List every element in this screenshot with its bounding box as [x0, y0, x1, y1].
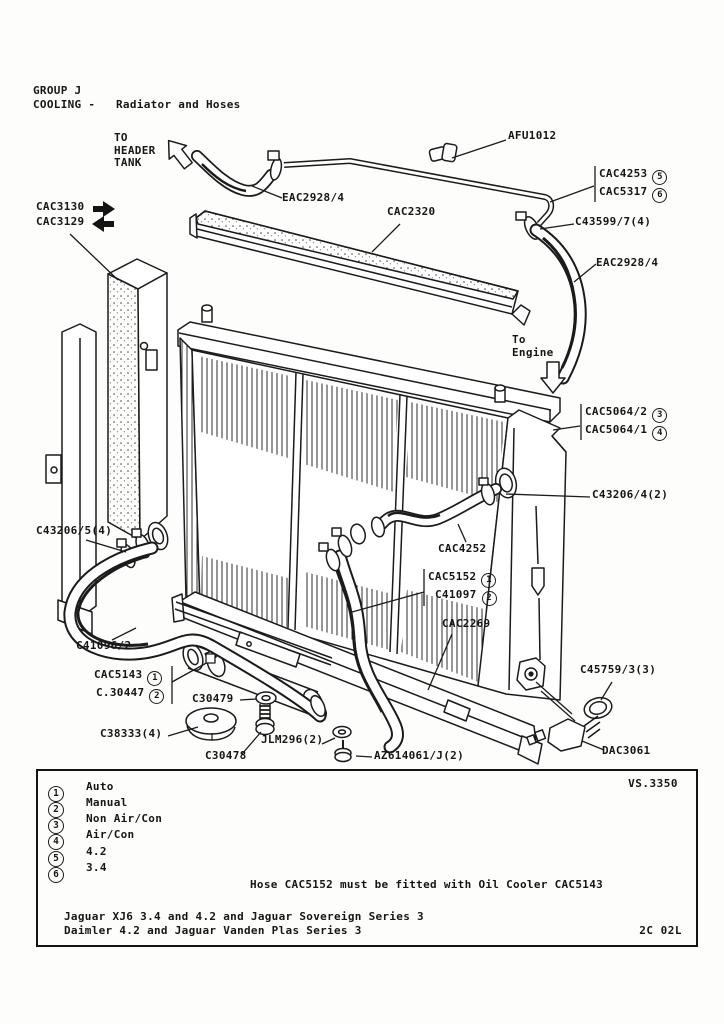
label-az614061: AZ614061/J(2): [374, 749, 464, 762]
variant-badge: 1: [481, 573, 497, 588]
label-eac2928-right: EAC2928/4: [596, 256, 659, 269]
label-to-engine: To Engine: [512, 333, 554, 359]
label-c43599: C43599/7(4): [575, 215, 652, 228]
variant-badge: 2: [481, 591, 497, 606]
legend-item: 2 Manual: [48, 795, 127, 818]
cac3130-direction-arrows: [92, 201, 115, 232]
top-rail-cac2320-drawing: [189, 210, 531, 326]
top-hose-assembly-drawing: [191, 142, 587, 385]
to-header-tank-arrow: [167, 139, 194, 170]
legend-item: 6 3.4: [48, 860, 106, 883]
legend-item: 5 4.2: [48, 844, 106, 867]
radiator-header-drawing: [177, 304, 561, 423]
legend-badge: 6: [48, 867, 64, 883]
label-cac3130: CAC3130: [36, 200, 85, 213]
label-cac2269: CAC2269: [442, 617, 491, 630]
variant-badge: 3: [652, 408, 668, 423]
label-afu1012: AFU1012: [508, 129, 557, 142]
legend-badge: 2: [48, 802, 64, 818]
label-c41096: C41096/2: [76, 639, 132, 652]
hose-cac4252-drawing: [370, 477, 502, 538]
hose-cac5152-drawing: [318, 523, 404, 754]
label-cac2320: CAC2320: [387, 205, 436, 218]
variant-badge: 5: [652, 170, 668, 185]
side-duct-column-drawing: [107, 258, 168, 541]
model-line-1: Jaguar XJ6 3.4 and 4.2 and Jaguar Sovere…: [64, 910, 424, 923]
legend-badge: 4: [48, 834, 64, 850]
label-eac2928-top: EAC2928/4: [282, 191, 345, 204]
label-to-header-tank: TO HEADER TANK: [114, 131, 156, 169]
model-line-2: Daimler 4.2 and Jaguar Vanden Plas Serie…: [64, 924, 362, 937]
legend-badge: 1: [48, 786, 64, 802]
legend-badge: 3: [48, 818, 64, 834]
to-engine-arrow: [540, 361, 566, 394]
label-cac3129: CAC3129: [36, 215, 85, 228]
group-heading: GROUP J: [33, 84, 82, 97]
variant-badge: 4: [652, 426, 668, 441]
page-title: Radiator and Hoses: [116, 98, 241, 111]
legend-item: 3 Non Air/Con: [48, 811, 162, 834]
drawing-code: VS.3350: [628, 777, 678, 790]
label-c30479: C30479: [192, 692, 234, 705]
label-cac4252: CAC4252: [438, 542, 487, 555]
section-heading: COOLING -: [33, 98, 96, 111]
label-c30478: C30478: [205, 749, 247, 762]
hose-c41096-drawing: [63, 541, 327, 723]
page-code: 2C 02L: [639, 924, 682, 937]
variant-badge: 2: [149, 689, 165, 704]
label-c43206-4: C43206/4(2): [592, 488, 669, 501]
label-c38333: C38333(4): [100, 727, 163, 740]
legend-badge: 5: [48, 851, 64, 867]
label-dac3061: DAC3061: [602, 744, 651, 757]
label-jlm296: JLM296(2): [261, 733, 324, 746]
label-c43206-5: C43206/5(4): [36, 524, 113, 537]
radiator-core-drawing: [139, 337, 509, 687]
fitting-note: Hose CAC5152 must be fitted with Oil Coo…: [250, 878, 604, 891]
legend-item: 1 Auto: [48, 779, 113, 802]
legend-item: 4 Air/Con: [48, 827, 134, 850]
legend-box: 1 Auto 2 Manual 3 Non Air/Con 4 Air/Con …: [36, 769, 698, 947]
label-c45759: C45759/3(3): [580, 663, 657, 676]
leader-lines: [69, 139, 613, 758]
variant-badge: 1: [147, 671, 163, 686]
small-parts-drawing: [185, 691, 613, 763]
variant-badge: 6: [652, 188, 668, 203]
